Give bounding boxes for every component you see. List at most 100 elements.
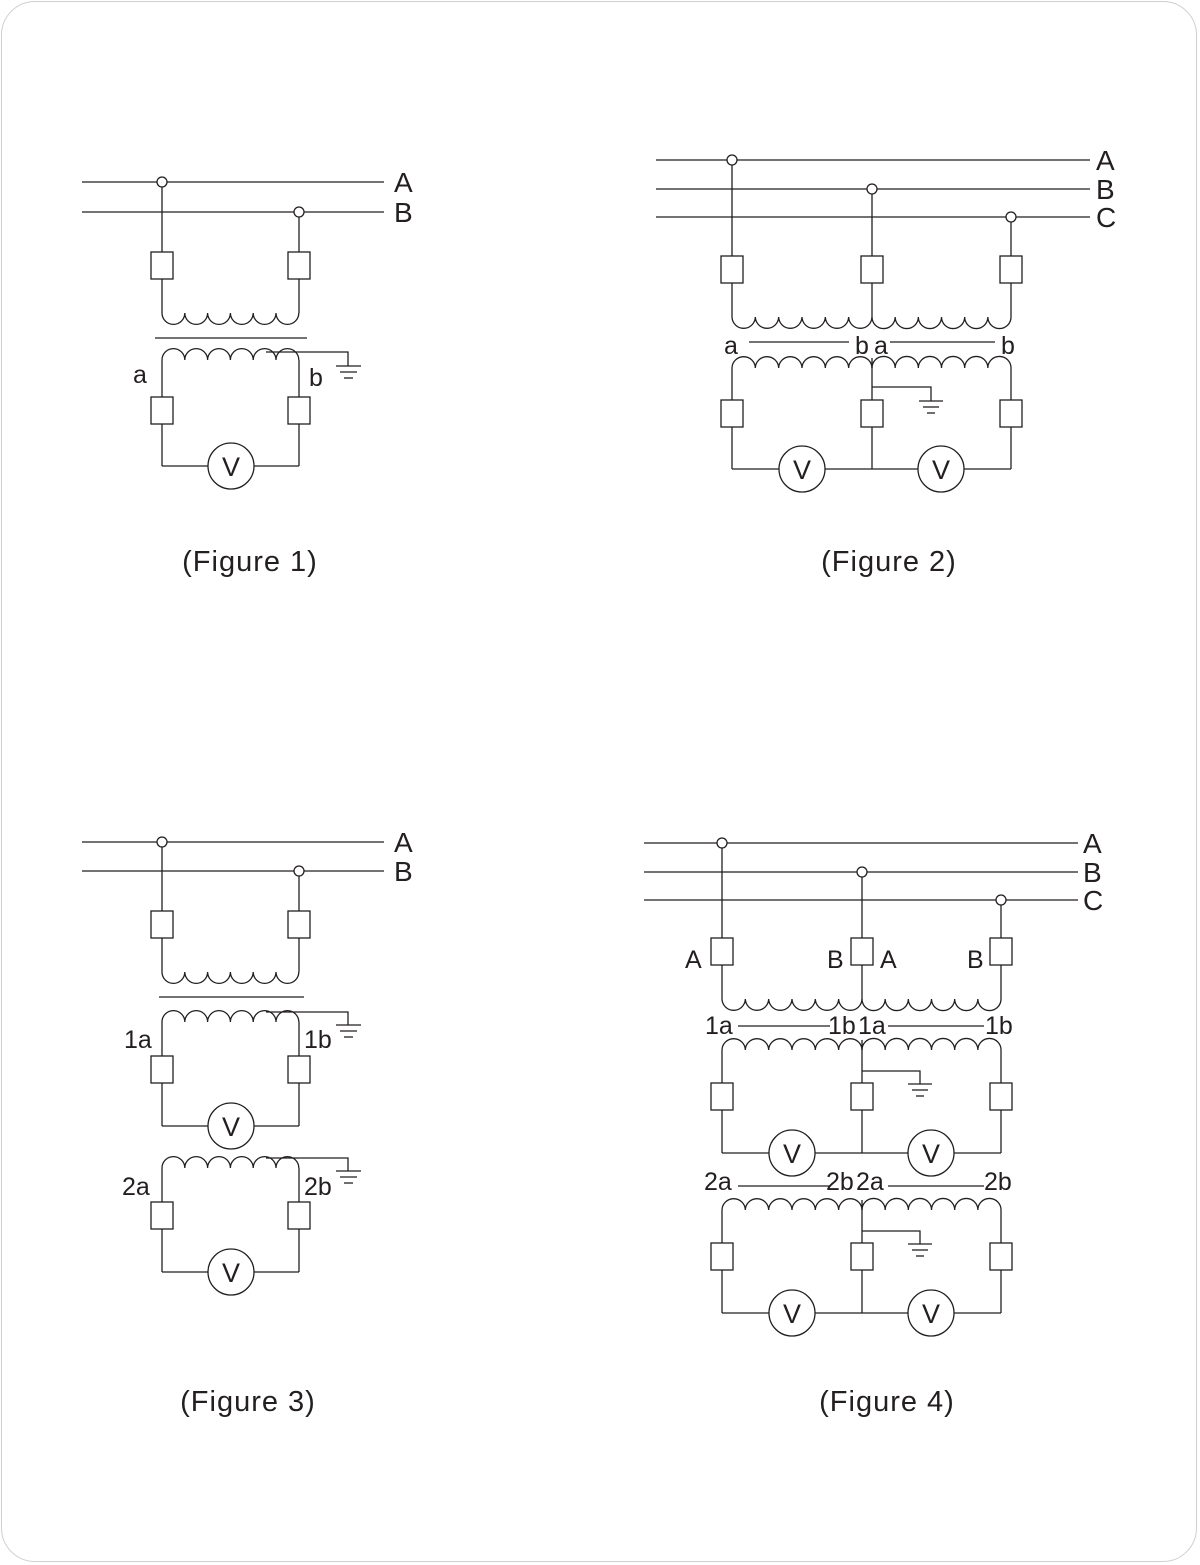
secondary-winding-1 bbox=[161, 1010, 300, 1023]
bus-label-b: B bbox=[394, 856, 413, 887]
secondary-winding-2 bbox=[161, 1156, 300, 1169]
voltmeter-label: V bbox=[783, 1139, 801, 1169]
figure-caption: (Figure 3) bbox=[180, 1386, 316, 1418]
tap-node bbox=[293, 865, 305, 877]
tap-node bbox=[156, 176, 168, 188]
primary-fuse bbox=[850, 937, 874, 966]
figure-1: A B V a b (Figure 1) bbox=[82, 167, 413, 578]
secondary-winding-2 bbox=[721, 1198, 863, 1211]
bus-label-c: C bbox=[1096, 202, 1116, 233]
terminal-label-a: a bbox=[133, 361, 147, 389]
voltmeter bbox=[768, 1129, 816, 1177]
voltmeter-label: V bbox=[793, 455, 811, 485]
primary-fuse bbox=[989, 937, 1013, 966]
primary-terminal-b: B bbox=[967, 946, 984, 974]
tap-node bbox=[1005, 211, 1017, 223]
voltmeter-label: V bbox=[922, 1139, 940, 1169]
secondary-winding bbox=[731, 356, 873, 369]
primary-winding bbox=[861, 998, 1002, 1012]
terminal-label-b: b bbox=[1001, 332, 1015, 360]
terminal-label-1a: 1a bbox=[124, 1026, 152, 1054]
terminal-label-a: a bbox=[874, 332, 888, 360]
secondary-fuse bbox=[850, 1242, 874, 1271]
figure-caption: (Figure 2) bbox=[821, 546, 957, 578]
terminal-label-1a: 1a bbox=[858, 1012, 886, 1040]
voltmeter bbox=[778, 445, 826, 493]
primary-fuse bbox=[720, 255, 744, 284]
voltmeter-label: V bbox=[783, 1299, 801, 1329]
secondary-fuse bbox=[150, 1201, 174, 1230]
secondary-winding-1 bbox=[721, 1038, 863, 1051]
primary-winding bbox=[721, 998, 863, 1011]
voltmeter-label: V bbox=[222, 452, 240, 482]
primary-terminal-a: A bbox=[685, 946, 702, 974]
secondary-fuse bbox=[150, 396, 174, 425]
secondary-winding bbox=[161, 348, 300, 361]
figure-4: A B C A B A B 1a 1b 1a 1b bbox=[644, 828, 1103, 1418]
tap-node bbox=[726, 154, 738, 166]
tap-node bbox=[995, 894, 1007, 906]
terminal-label-2a: 2a bbox=[704, 1168, 732, 1196]
bus-label-b: B bbox=[1096, 174, 1115, 205]
primary-winding bbox=[161, 312, 300, 325]
figure-caption: (Figure 1) bbox=[182, 546, 318, 578]
voltmeter-label: V bbox=[222, 1258, 240, 1288]
secondary-winding bbox=[871, 355, 1012, 369]
voltmeter bbox=[207, 1248, 255, 1296]
bus-label-b: B bbox=[394, 197, 413, 228]
primary-fuse bbox=[150, 251, 174, 280]
tap-node bbox=[716, 837, 728, 849]
secondary-fuse bbox=[850, 1082, 874, 1111]
bus-label-a: A bbox=[394, 827, 413, 858]
primary-fuse bbox=[999, 255, 1023, 284]
bus-label-a: A bbox=[1096, 145, 1115, 176]
ground-icon bbox=[266, 351, 361, 379]
terminal-label-b: b bbox=[309, 364, 323, 392]
terminal-label-a: a bbox=[724, 332, 738, 360]
tap-node bbox=[866, 183, 878, 195]
terminal-label-2b: 2b bbox=[826, 1168, 854, 1196]
voltmeter bbox=[768, 1289, 816, 1337]
terminal-label-1b: 1b bbox=[985, 1012, 1013, 1040]
terminal-label-b: b bbox=[855, 332, 869, 360]
ground-icon bbox=[266, 1011, 361, 1038]
ground-icon bbox=[862, 1070, 932, 1097]
secondary-fuse bbox=[710, 1242, 734, 1271]
primary-winding bbox=[161, 971, 300, 984]
primary-fuse bbox=[150, 910, 174, 939]
secondary-fuse bbox=[989, 1242, 1013, 1271]
terminal-label-2b: 2b bbox=[304, 1173, 332, 1201]
voltmeter-label: V bbox=[222, 1112, 240, 1142]
secondary-fuse bbox=[860, 399, 884, 428]
primary-fuse bbox=[710, 937, 734, 966]
secondary-fuse bbox=[999, 399, 1023, 428]
tap-node bbox=[293, 206, 305, 218]
secondary-fuse bbox=[710, 1082, 734, 1111]
secondary-winding-2 bbox=[861, 1197, 1002, 1211]
voltmeter bbox=[907, 1289, 955, 1337]
terminal-label-1a: 1a bbox=[705, 1012, 733, 1040]
voltmeter bbox=[207, 442, 255, 490]
figure-2: A B C a b a b bbox=[656, 145, 1116, 578]
primary-fuse bbox=[287, 251, 311, 280]
secondary-winding-1 bbox=[861, 1037, 1002, 1051]
figure-caption: (Figure 4) bbox=[819, 1386, 955, 1418]
secondary-fuse bbox=[287, 396, 311, 425]
voltmeter-label: V bbox=[922, 1299, 940, 1329]
bus-label-a: A bbox=[394, 167, 413, 198]
secondary-fuse bbox=[150, 1055, 174, 1084]
primary-terminal-a: A bbox=[880, 946, 897, 974]
primary-winding bbox=[731, 316, 873, 329]
ground-icon bbox=[862, 1230, 932, 1257]
primary-fuse bbox=[287, 910, 311, 939]
bus-label-c: C bbox=[1083, 885, 1103, 916]
ground-icon bbox=[266, 1157, 361, 1184]
primary-winding bbox=[871, 316, 1012, 330]
figure-3: A B V 1a 1b V 2 bbox=[82, 827, 413, 1418]
terminal-label-2b: 2b bbox=[984, 1168, 1012, 1196]
tap-node bbox=[156, 836, 168, 848]
voltmeter bbox=[207, 1102, 255, 1150]
bus-label-b: B bbox=[1083, 857, 1102, 888]
